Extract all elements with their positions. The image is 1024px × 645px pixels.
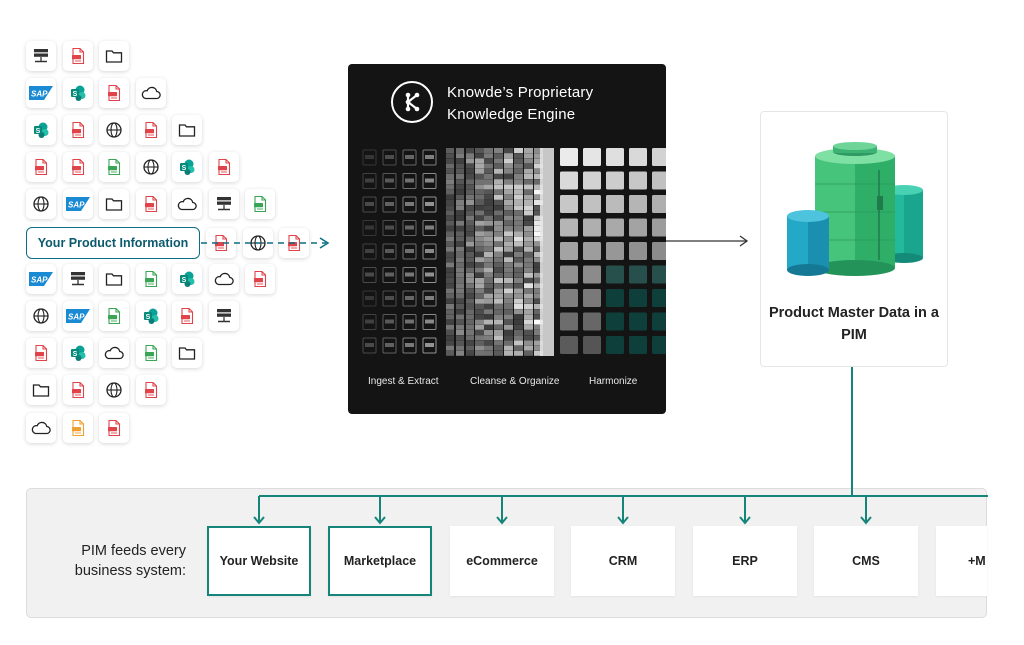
folder-icon: [26, 375, 56, 405]
doc-icon: [62, 413, 93, 443]
globe-icon: [99, 375, 129, 405]
sharepoint-icon: S: [172, 264, 202, 294]
server-icon: [208, 301, 239, 331]
pdf-icon: [135, 115, 166, 145]
svg-text:S: S: [72, 91, 77, 98]
globe-icon: [26, 301, 56, 331]
stage-cleanse-organize: Cleanse & Organize: [470, 376, 560, 387]
sharepoint-icon: S: [26, 115, 56, 145]
system-ecommerce: eCommerce: [450, 526, 554, 596]
pdf-icon: [172, 301, 202, 331]
pdf-icon: [245, 264, 275, 294]
svg-text:S: S: [182, 165, 187, 172]
server-icon: [26, 41, 56, 71]
svg-text:S: S: [72, 351, 77, 358]
system-cms: CMS: [814, 526, 918, 596]
cloud-icon: [208, 264, 239, 294]
svg-text:SAP: SAP: [31, 276, 48, 285]
pdf-icon: [62, 375, 93, 405]
svg-text:S: S: [36, 128, 41, 135]
feeds-label: PIM feeds every business system:: [74, 543, 186, 579]
sap-icon: SAP: [62, 301, 93, 331]
engine-processing-grid: [362, 148, 666, 356]
system-your-website: Your Website: [207, 526, 311, 596]
system-more: +M: [936, 526, 987, 596]
pdf-icon: [62, 115, 93, 145]
pdf-icon: [279, 228, 309, 258]
knowde-logo-icon: [391, 81, 433, 123]
sap-icon: SAP: [26, 78, 56, 108]
system-erp: ERP: [693, 526, 797, 596]
database-cylinders-icon: [787, 142, 923, 276]
sharepoint-icon: S: [172, 152, 202, 182]
knowledge-engine-panel: Knowde’s Proprietary Knowledge Engine In…: [348, 64, 666, 414]
sharepoint-icon: S: [62, 78, 93, 108]
folder-icon: [99, 189, 129, 219]
pim-title: Product Master Data in a PIM: [768, 305, 939, 343]
sap-icon: SAP: [62, 189, 93, 219]
system-crm: CRM: [571, 526, 675, 596]
globe-icon: [242, 228, 273, 258]
pdf-icon: [135, 375, 166, 405]
folder-icon: [99, 41, 129, 71]
xls-icon: [135, 264, 166, 294]
cloud-icon: [26, 413, 56, 443]
globe-icon: [26, 189, 56, 219]
cloud-icon: [99, 338, 129, 368]
sap-icon: SAP: [26, 264, 56, 294]
folder-icon: [172, 115, 202, 145]
pdf-icon: [135, 189, 166, 219]
svg-text:S: S: [145, 314, 150, 321]
server-icon: [208, 189, 239, 219]
sharepoint-icon: S: [135, 301, 166, 331]
svg-text:SAP: SAP: [31, 90, 48, 99]
system-marketplace: Marketplace: [328, 526, 432, 596]
svg-text:S: S: [182, 277, 187, 284]
engine-title: Knowde’s Proprietary Knowledge Engine: [447, 84, 594, 123]
xls-icon: [99, 152, 129, 182]
your-product-information-label: Your Product Information: [26, 227, 200, 259]
xls-icon: [135, 338, 166, 368]
folder-icon: [99, 264, 129, 294]
xls-icon: [99, 301, 129, 331]
pdf-icon: [26, 338, 56, 368]
xls-icon: [245, 189, 275, 219]
globe-icon: [99, 115, 129, 145]
svg-text:SAP: SAP: [68, 201, 85, 210]
pdf-icon: [208, 152, 239, 182]
pdf-icon: [26, 152, 56, 182]
server-icon: [62, 264, 93, 294]
globe-icon: [135, 152, 166, 182]
stage-harmonize: Harmonize: [589, 376, 638, 387]
stage-ingest-extract: Ingest & Extract: [368, 376, 439, 387]
pdf-icon: [99, 413, 129, 443]
pdf-icon: [206, 228, 236, 258]
cloud-icon: [135, 78, 166, 108]
sharepoint-icon: S: [62, 338, 93, 368]
pdf-icon: [99, 78, 129, 108]
cloud-icon: [172, 189, 202, 219]
svg-text:SAP: SAP: [68, 313, 85, 322]
pdf-icon: [62, 152, 93, 182]
pdf-icon: [62, 41, 93, 71]
folder-icon: [172, 338, 202, 368]
pim-card: Product Master Data in a PIM: [760, 111, 948, 367]
